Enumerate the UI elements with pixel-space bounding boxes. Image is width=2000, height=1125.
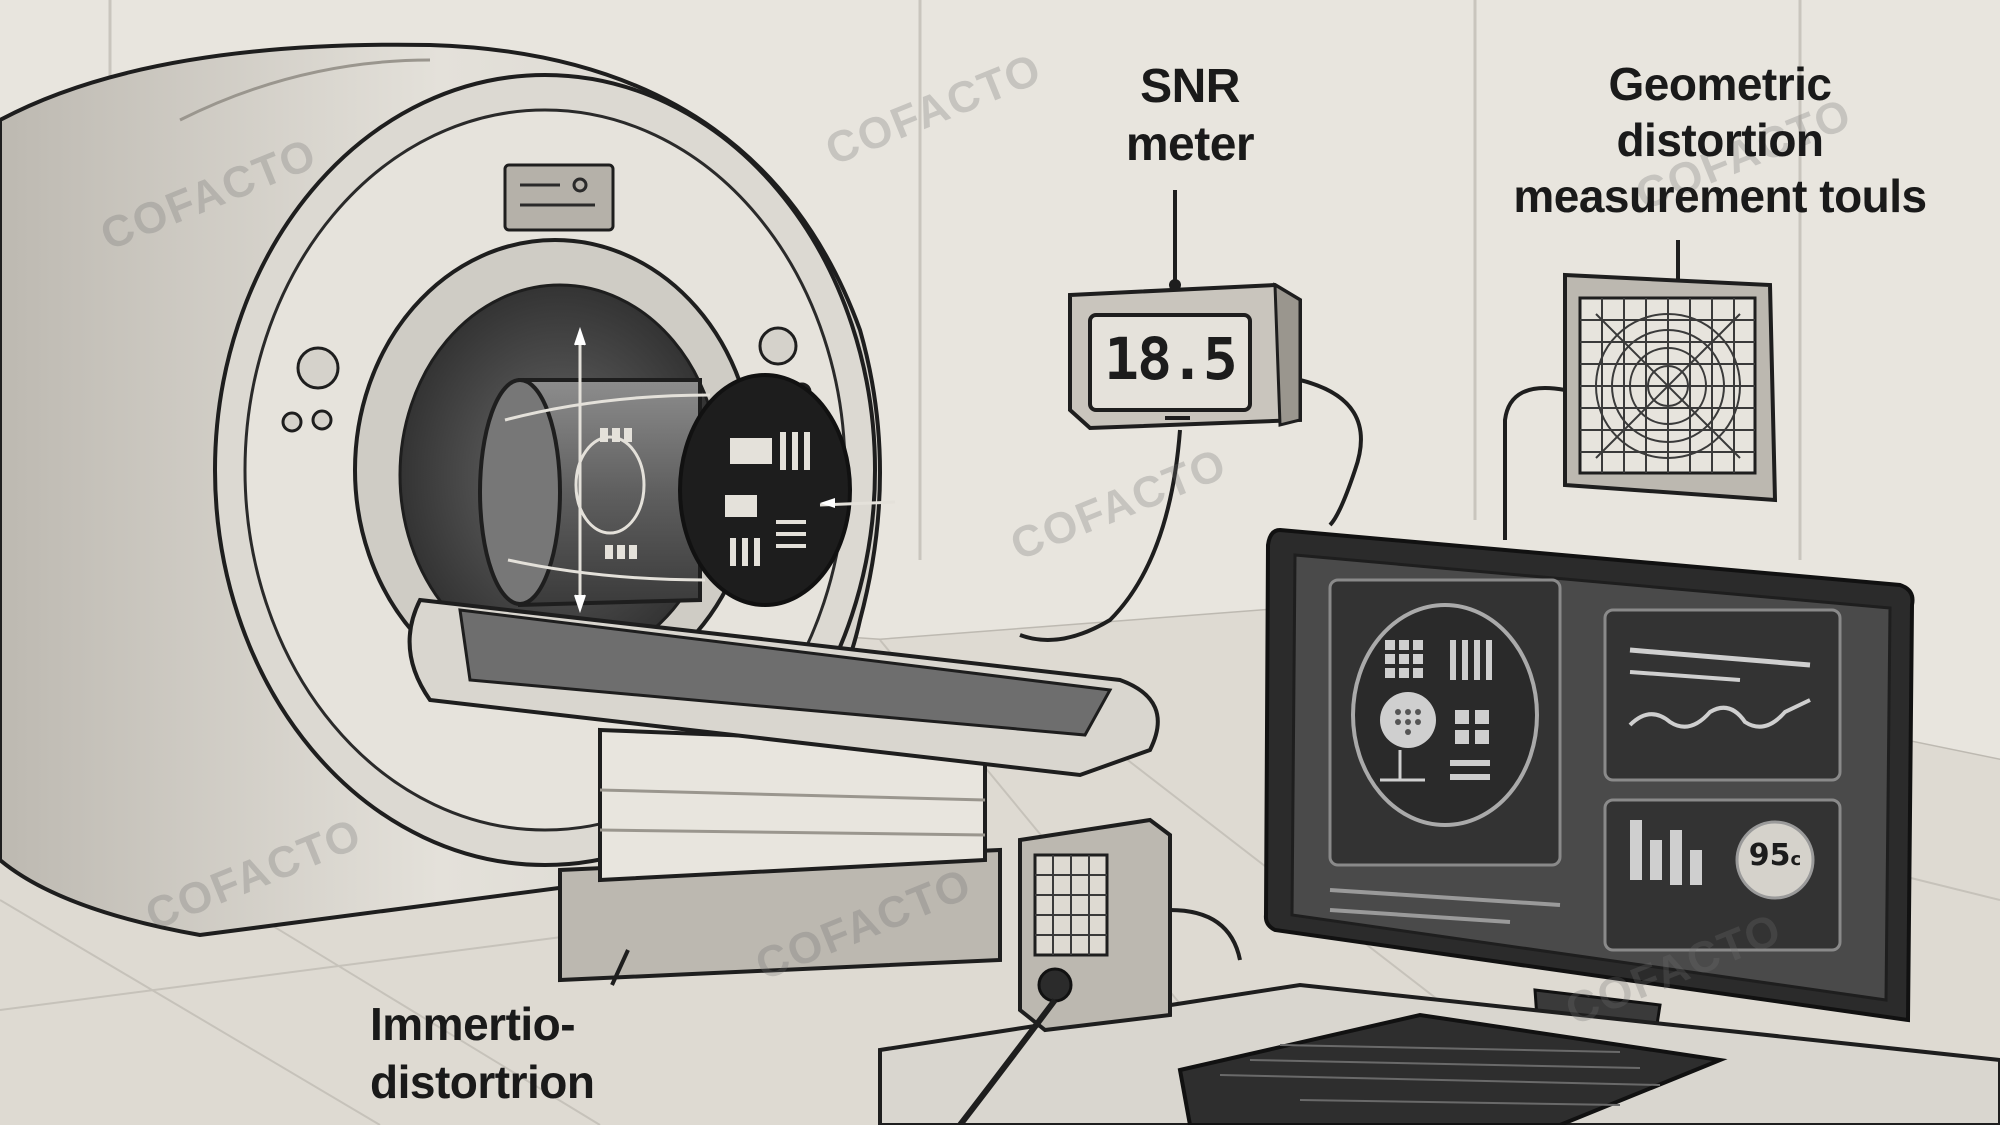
snr-meter-reading: 18.5 <box>1104 325 1238 393</box>
monitor-panel-graph <box>1603 608 1842 782</box>
temperature-unit: c <box>1790 849 1802 870</box>
desk <box>878 817 2000 1125</box>
snr-label-line-2: meter <box>1125 118 1255 171</box>
scanner-button <box>296 346 340 390</box>
patient-table <box>407 597 1160 983</box>
imm-label-line-1: Immertio- <box>370 998 576 1050</box>
snr-meter-screen <box>1088 313 1252 412</box>
distortion-grid-panel <box>1503 240 1778 540</box>
temperature-badge <box>1735 820 1815 900</box>
imm-label-line-2: distortrion <box>370 1056 595 1108</box>
geo-label-line-1: Geometric <box>1608 58 1832 110</box>
distortion-grid-pattern <box>1580 298 1755 473</box>
immertio-distortion-label: Immertio- distortrion <box>370 995 670 1111</box>
phantom-cylinder <box>478 326 896 614</box>
geometric-distortion-label: Geometric distortion measurement touls <box>1480 56 1960 224</box>
keyboard <box>1177 1012 1728 1125</box>
phantom-test-pattern <box>600 428 810 566</box>
snr-meter-label: SNR meter <box>1080 58 1300 174</box>
snr-label-line-1: SNR <box>1140 60 1240 113</box>
scanner-display-panel <box>503 163 615 232</box>
geo-label-line-2: distortion <box>1616 114 1824 166</box>
label-leader-line <box>610 949 630 986</box>
monitor <box>1263 527 1915 1112</box>
snr-meter <box>1019 190 1363 642</box>
temperature-reading: 95c <box>1740 838 1810 873</box>
geo-label-line-3: measurement touls <box>1513 170 1927 222</box>
temperature-value: 95 <box>1748 838 1791 873</box>
